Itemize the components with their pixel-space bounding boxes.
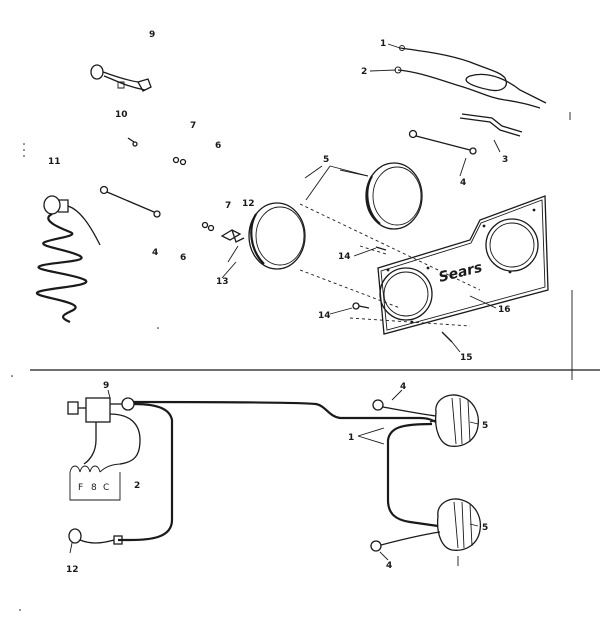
callout-2: 2 xyxy=(361,67,367,77)
wiring-label-4-upper: 4 xyxy=(400,382,406,392)
part-2-wire xyxy=(394,66,541,109)
wiring-label-12: 12 xyxy=(66,565,79,575)
wiring-label-5-upper: 5 xyxy=(482,421,488,431)
connector-12 xyxy=(68,528,123,554)
branch-harness xyxy=(386,422,439,528)
bolts xyxy=(352,246,453,343)
part-3-strap xyxy=(459,113,523,137)
part-4-left-wire xyxy=(99,185,161,218)
wiring-label-2: 2 xyxy=(134,481,140,491)
sears-brand: Sears xyxy=(437,260,484,286)
part-9-switch xyxy=(90,64,152,92)
callout-9: 9 xyxy=(149,30,155,40)
wiring-label-4-lower: 4 xyxy=(386,561,392,571)
part-5-lens-right xyxy=(365,162,423,230)
callout-5-top: 5 xyxy=(323,155,329,165)
callout-6-left: 6 xyxy=(180,253,186,263)
callout-16: 16 xyxy=(498,305,511,315)
lamp-lower xyxy=(436,498,482,551)
callout-3: 3 xyxy=(502,155,508,165)
terminal-block: F 8 C xyxy=(69,463,123,501)
part-4-ground-wire xyxy=(408,129,477,155)
terminal-8: 8 xyxy=(91,483,97,493)
callout-4-left: 4 xyxy=(152,248,158,258)
scan-specks xyxy=(11,143,159,611)
callout-12-mid: 12 xyxy=(242,199,255,209)
hardware-screws xyxy=(127,137,215,232)
callout-7-upper: 7 xyxy=(190,121,196,131)
leaders xyxy=(221,43,501,353)
switch-9 xyxy=(67,397,135,423)
wiring-diagram: F 8 C xyxy=(66,381,488,575)
lamp-upper xyxy=(429,394,480,447)
callout-6-mid: 6 xyxy=(215,141,221,151)
terminal-f: F xyxy=(78,483,83,493)
callout-1: 1 xyxy=(380,39,386,49)
callout-14-upper: 14 xyxy=(338,252,351,262)
alignment-lines xyxy=(299,203,481,327)
wiring-label-5-lower: 5 xyxy=(482,523,488,533)
part-11-lamp-coil xyxy=(35,195,101,324)
exploded-view: Sears xyxy=(35,30,549,363)
part-13-socket xyxy=(220,229,245,263)
callout-7-mid: 7 xyxy=(225,201,231,211)
callout-10: 10 xyxy=(115,110,128,120)
wiring-label-9: 9 xyxy=(103,381,109,391)
callout-13: 13 xyxy=(216,277,229,287)
callout-14-lower: 14 xyxy=(318,311,331,321)
callout-15: 15 xyxy=(460,353,473,363)
main-harness xyxy=(133,400,437,423)
wiring-label-1: 1 xyxy=(348,433,354,443)
terminal-c: C xyxy=(103,483,109,493)
part-5-lens-left xyxy=(248,202,306,270)
part-16-panel: Sears xyxy=(377,195,549,335)
callout-4-harness: 4 xyxy=(460,178,466,188)
callout-11: 11 xyxy=(48,157,61,167)
